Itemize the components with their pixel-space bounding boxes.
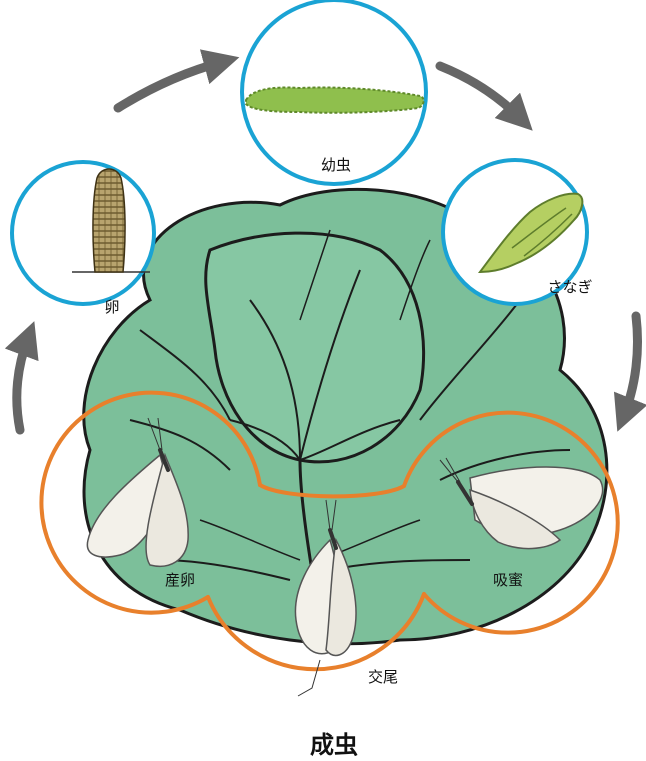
pupa-stage: さなぎ <box>443 160 593 304</box>
egg-circle <box>12 162 154 304</box>
larva-stage: 幼虫 <box>242 0 426 184</box>
egg-icon <box>93 169 125 272</box>
mating-label: 交尾 <box>368 668 398 686</box>
egg-stage: 卵 <box>12 162 154 316</box>
egg-label: 卵 <box>104 298 119 316</box>
pupa-label: さなぎ <box>547 278 592 296</box>
arrow-pupa-to-adult <box>624 316 638 415</box>
larva-label: 幼虫 <box>321 156 351 174</box>
arrow-adult-to-egg <box>17 338 28 430</box>
nectar-feeding-label: 吸蜜 <box>493 571 523 589</box>
oviposition-label: 産卵 <box>165 571 195 589</box>
adult-label: 成虫 <box>310 731 358 759</box>
arrow-larva-to-pupa <box>440 66 520 118</box>
arrow-egg-to-larva <box>118 62 222 108</box>
